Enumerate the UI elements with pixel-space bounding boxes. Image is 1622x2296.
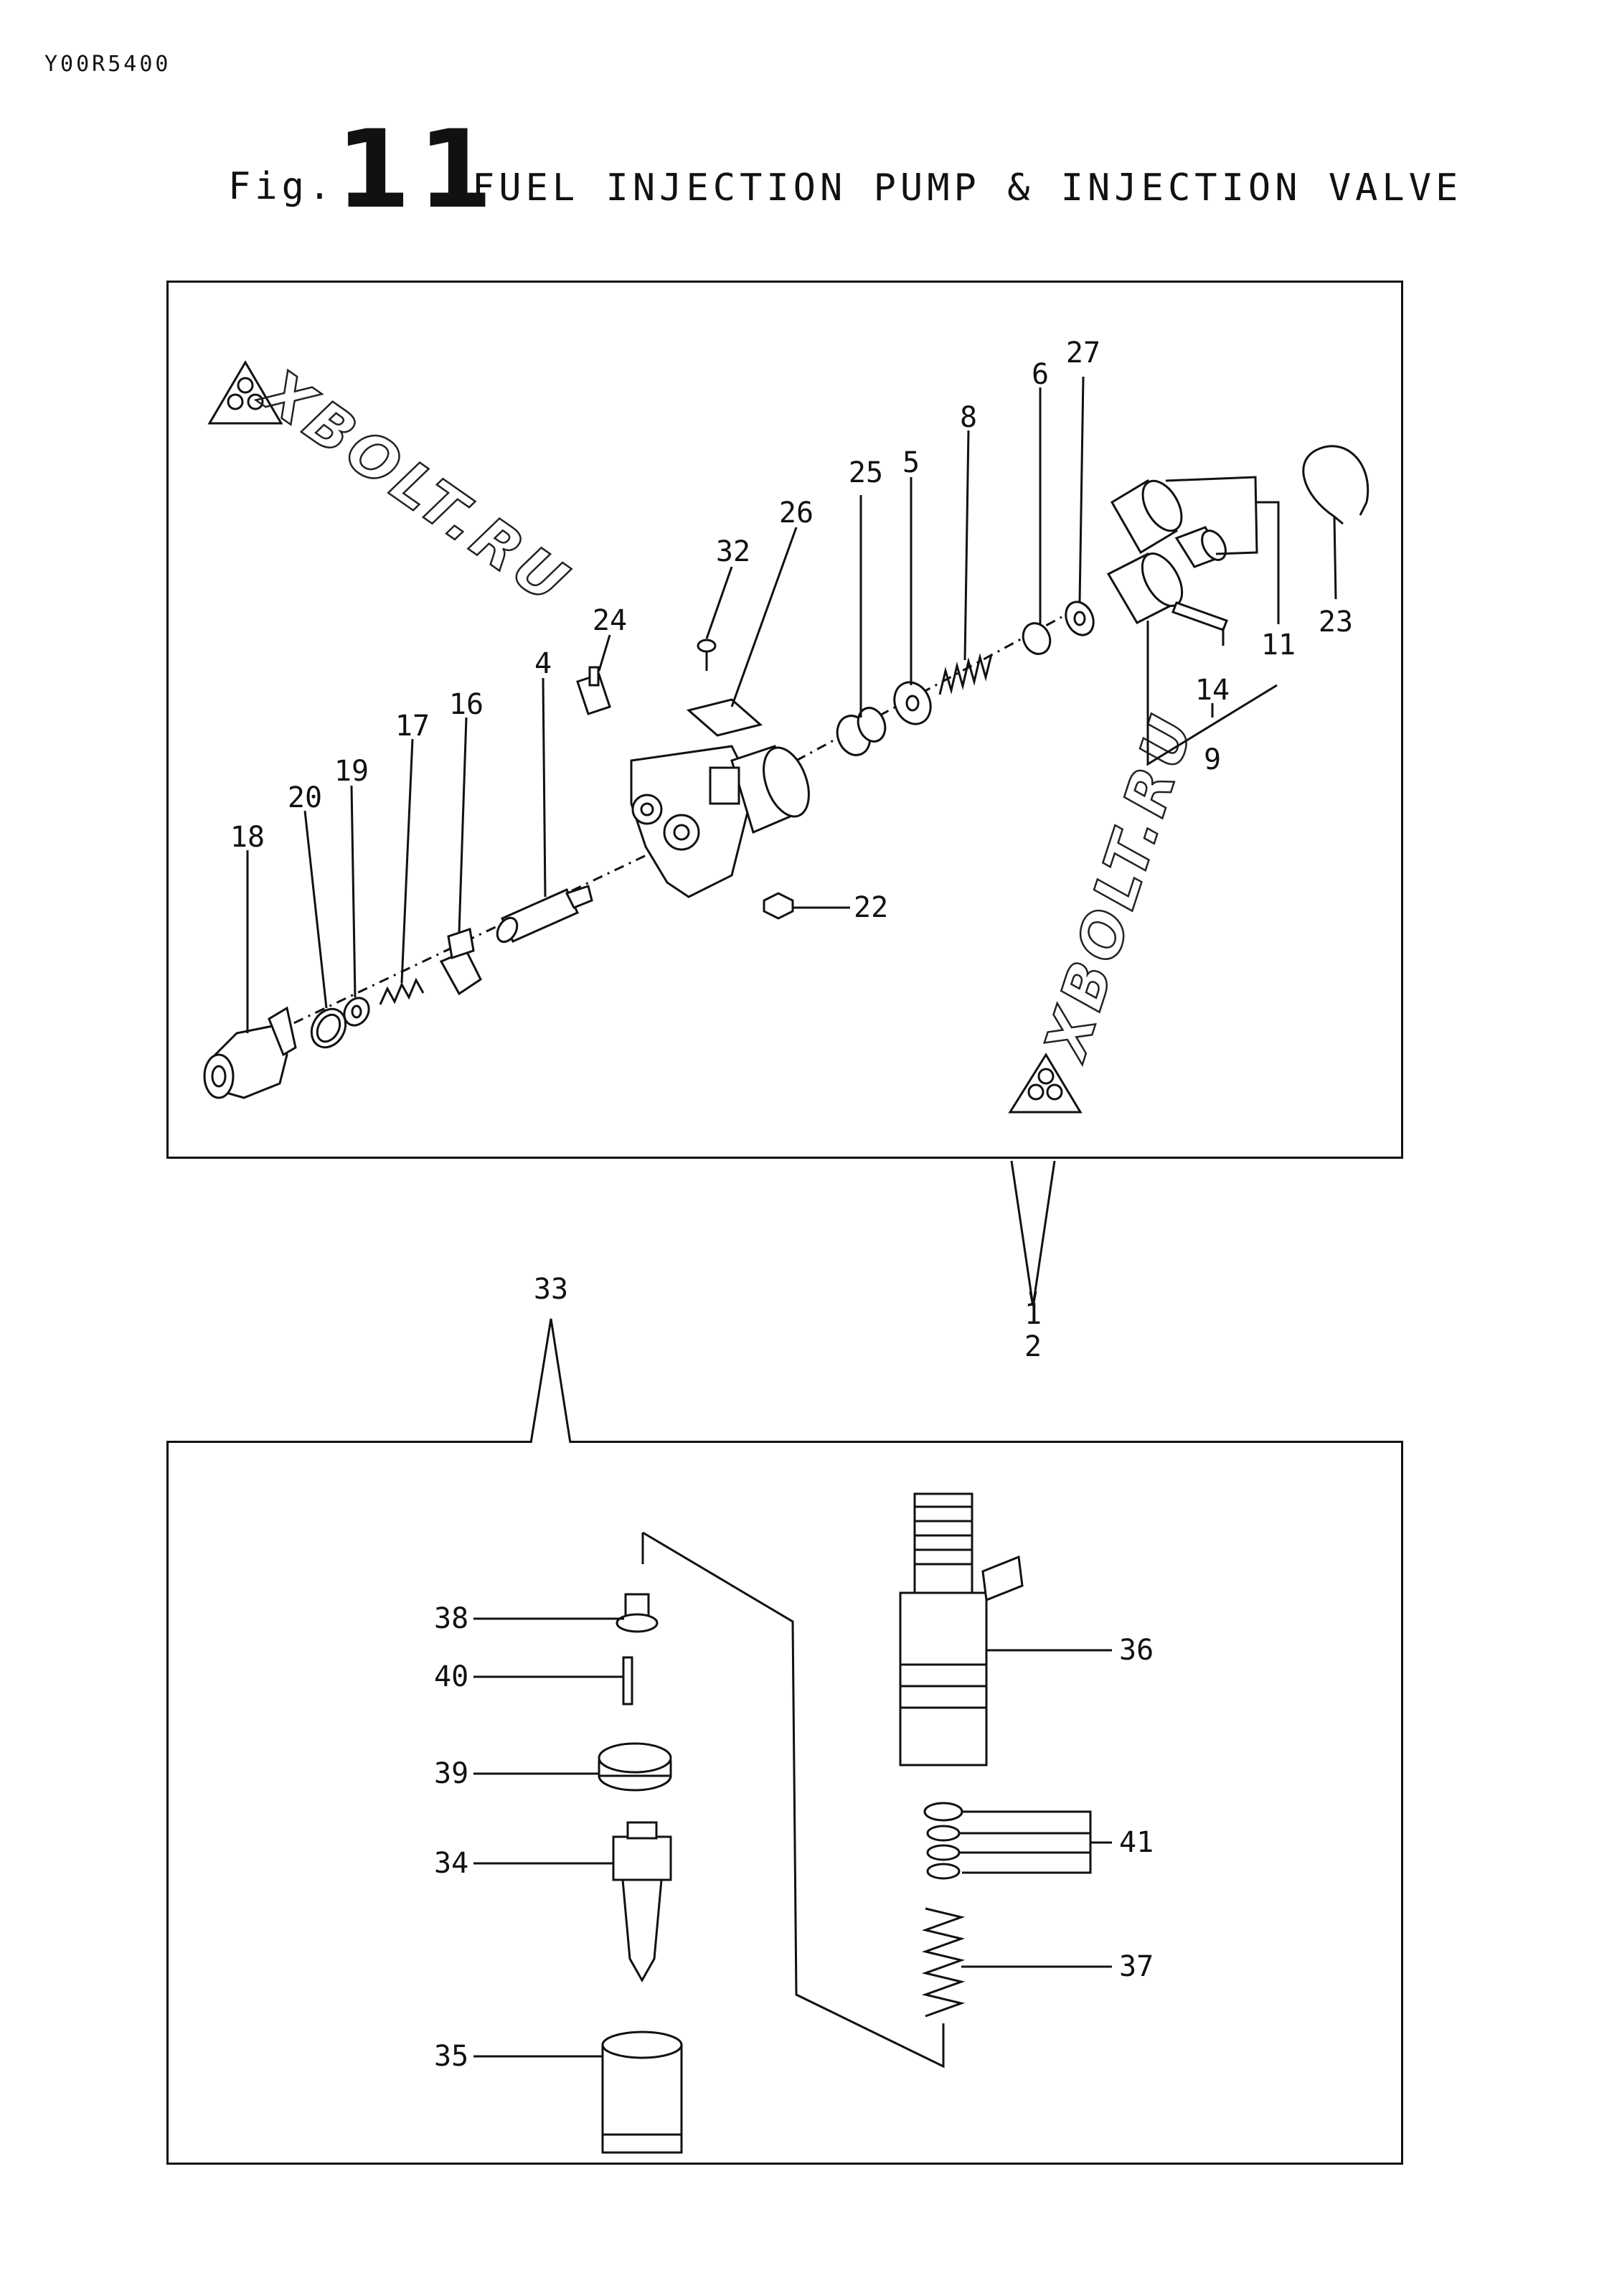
figure-caption: FUEL INJECTION PUMP & INJECTION VALVE <box>472 166 1463 210</box>
callout-23: 23 <box>1319 606 1353 639</box>
callout-38: 38 <box>434 1602 468 1635</box>
part-38-pressure-pin-cap <box>616 1593 659 1633</box>
pump-panel-frame <box>166 281 1403 1159</box>
pump-leader-lines <box>246 376 1337 1033</box>
figure-number: 11 <box>336 108 500 232</box>
callout-34: 34 <box>434 1847 468 1880</box>
part-37-spring <box>921 1907 966 2018</box>
callout-1: 1 <box>1024 1298 1042 1331</box>
part-35-nozzle-nut <box>601 2031 683 2154</box>
callout-5: 5 <box>902 446 920 479</box>
part-34-nozzle <box>612 1821 672 1983</box>
callout-19: 19 <box>334 755 369 788</box>
pump-panel-pointer <box>1010 1160 1056 1307</box>
part-36-nozzle-holder <box>899 1492 1024 1766</box>
pointer-tip <box>1029 1291 1037 1307</box>
callout-16: 16 <box>449 688 484 721</box>
callout-20: 20 <box>288 781 322 814</box>
callout-26: 26 <box>779 497 814 530</box>
callout-25: 25 <box>849 456 883 489</box>
callout-36: 36 <box>1119 1634 1154 1667</box>
part-16-delivery-valve <box>439 928 482 996</box>
part-5-spring-seat <box>893 681 932 725</box>
callout-6: 6 <box>1032 358 1049 391</box>
callout-22: 22 <box>854 891 888 924</box>
watermark-text: XBOLT.RU <box>1031 703 1208 1070</box>
valve-leader-lines <box>473 1531 1112 2069</box>
part-24-pin <box>576 666 611 715</box>
part-14-pin <box>1171 601 1228 631</box>
part-8-spring <box>938 653 993 695</box>
callout-39: 39 <box>434 1757 468 1790</box>
callout-18: 18 <box>230 821 265 854</box>
callout-41: 41 <box>1119 1826 1154 1859</box>
part-4-plunger <box>496 885 593 944</box>
part-26-plate <box>686 698 763 737</box>
part-27-washer <box>1065 601 1095 636</box>
part-11-roller-set <box>1110 479 1227 568</box>
callout-17: 17 <box>395 710 430 743</box>
part-19-gasket <box>343 997 370 1027</box>
callout-11: 11 <box>1261 629 1296 662</box>
callout-35: 35 <box>434 2040 468 2073</box>
callout-8: 8 <box>960 401 977 434</box>
part-23-snap-ring <box>1302 445 1369 518</box>
part-25-pinion <box>836 707 887 756</box>
part-18-valve-holder <box>203 1006 297 1099</box>
part-17-spring <box>379 977 425 1005</box>
part-22-nut <box>763 892 794 920</box>
frame-gap-mask <box>532 1441 569 1445</box>
callout-40: 40 <box>434 1660 468 1693</box>
watermark-bottom: XBOLT.RU <box>1008 702 1209 1114</box>
callout-32: 32 <box>716 535 750 568</box>
part-39-distance-piece <box>598 1742 672 1792</box>
valve-panel-frame <box>166 1441 1403 2165</box>
callout-labels: 1 2 4 5 6 8 9 11 14 16 17 18 19 20 22 23… <box>230 337 1353 2073</box>
figure-prefix: Fig. <box>228 165 336 208</box>
watermark-logo-icon <box>1008 1053 1083 1114</box>
document-code: Y00R5400 <box>44 52 171 77</box>
callout-2: 2 <box>1024 1330 1042 1363</box>
pump-housing <box>630 745 810 898</box>
part-40-pin <box>622 1656 633 1705</box>
part-32-screw <box>697 639 717 671</box>
watermark-text: XBOLT.RU <box>247 356 583 620</box>
callout-33: 33 <box>534 1273 568 1306</box>
callout-24: 24 <box>593 604 627 637</box>
callout-37: 37 <box>1119 1950 1154 1983</box>
callout-14: 14 <box>1195 674 1230 707</box>
valve-panel-pointer <box>529 1318 572 1444</box>
callout-4: 4 <box>534 647 552 680</box>
watermark-top: XBOLT.RU <box>207 354 585 621</box>
pump-axis-right <box>796 616 1062 762</box>
callout-27: 27 <box>1066 337 1100 370</box>
part-6-spring-seat <box>1022 622 1052 655</box>
part-20-o-ring <box>310 1007 347 1049</box>
part-41-shim-set <box>923 1802 963 1880</box>
callout-9: 9 <box>1204 743 1221 776</box>
watermark-logo-icon <box>207 360 283 425</box>
